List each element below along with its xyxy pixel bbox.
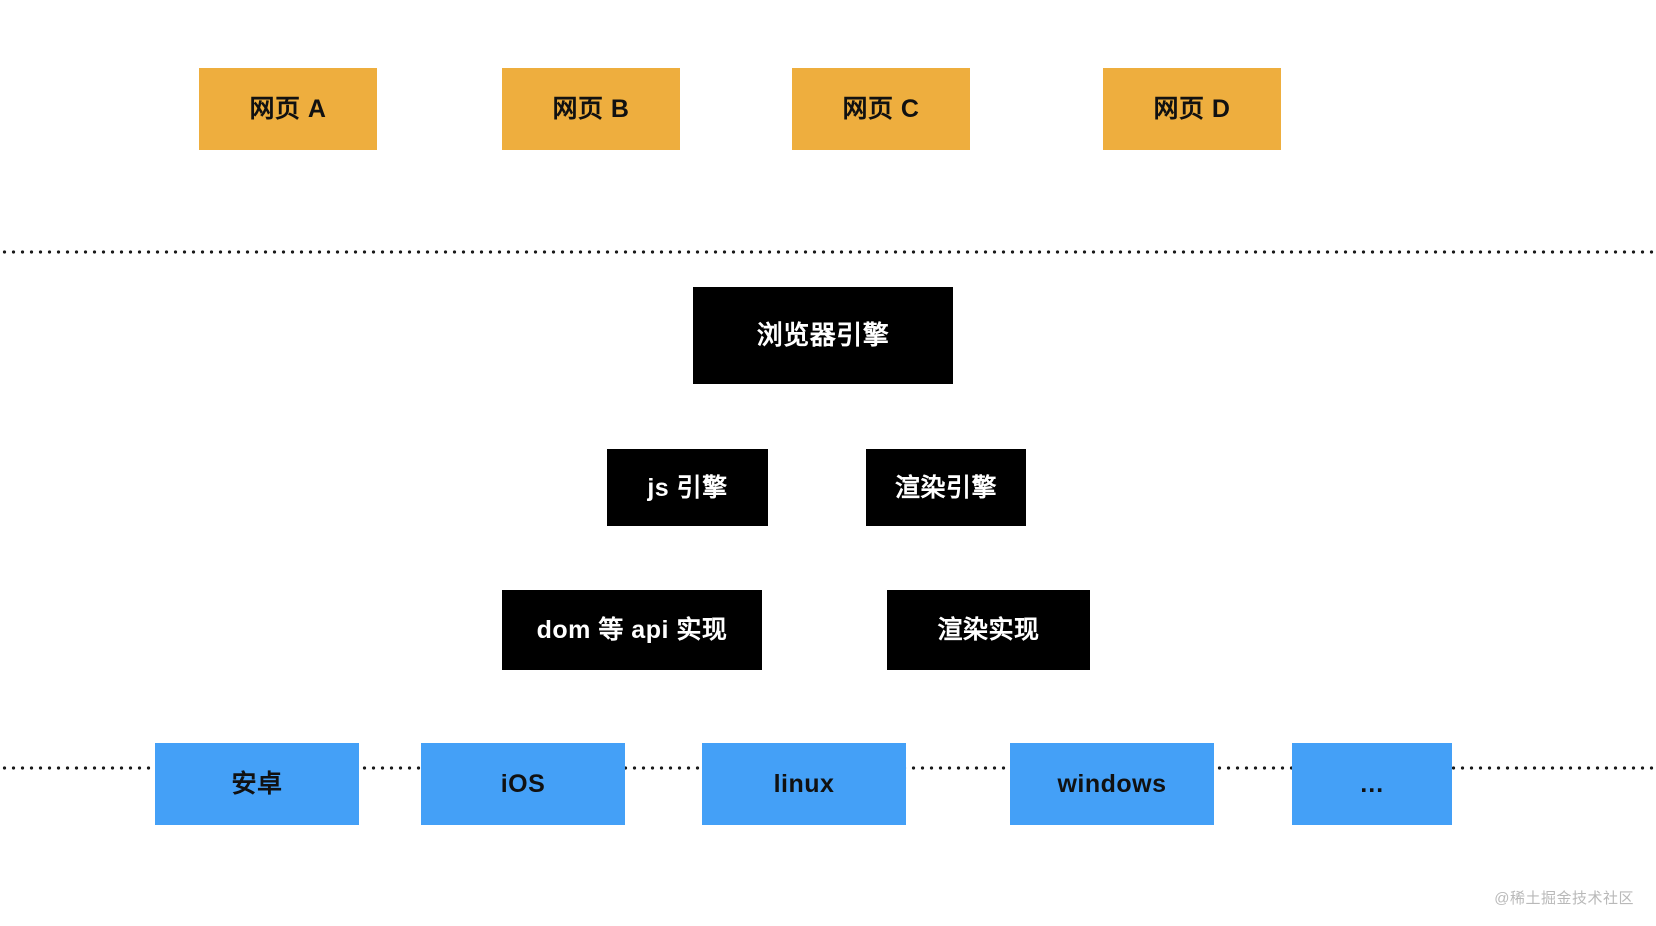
- node-web-page-b: 网页 B: [502, 68, 680, 150]
- node-web-page-c: 网页 C: [792, 68, 970, 150]
- node-js-engine: js 引擎: [607, 449, 768, 526]
- divider-pages-engine: [0, 250, 1656, 254]
- node-platform-windows: windows: [1010, 743, 1214, 825]
- node-render-engine: 渲染引擎: [866, 449, 1026, 526]
- node-platform-android: 安卓: [155, 743, 359, 825]
- node-web-page-d: 网页 D: [1103, 68, 1281, 150]
- node-platform-ios: iOS: [421, 743, 625, 825]
- node-web-page-a: 网页 A: [199, 68, 377, 150]
- node-render-implementation: 渲染实现: [887, 590, 1090, 670]
- node-platform-others: …: [1292, 743, 1452, 825]
- watermark-label: @稀土掘金技术社区: [1494, 890, 1634, 907]
- node-browser-engine: 浏览器引擎: [693, 287, 953, 384]
- node-platform-linux: linux: [702, 743, 906, 825]
- node-dom-api-implementation: dom 等 api 实现: [502, 590, 762, 670]
